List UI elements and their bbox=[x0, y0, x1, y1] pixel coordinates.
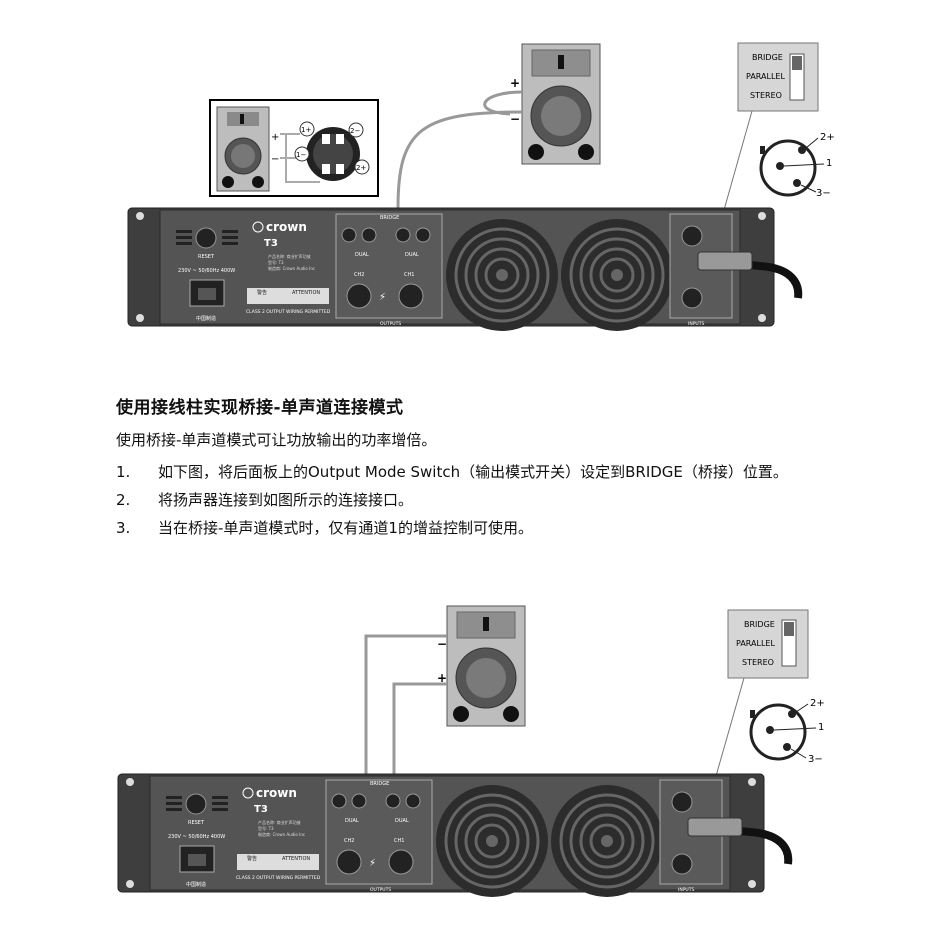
amplifier-rear-panel: RESET 230V ~ 50/60Hz 400W 中国制造 crown T3 … bbox=[128, 208, 798, 331]
warning-label: 警告 bbox=[257, 289, 267, 296]
ch2-label: CH2 bbox=[344, 838, 354, 844]
inset-minus-label: − bbox=[271, 154, 279, 165]
reset-label: RESET bbox=[198, 254, 215, 260]
fan-right bbox=[551, 785, 663, 897]
top-illustration: + − 1+ 1− 2− 2+ + − BRIDGE PARALLEL STER… bbox=[0, 30, 946, 340]
speaker-bottom: − + bbox=[437, 606, 525, 726]
step-text: 如下图，将后面板上的Output Mode Switch（输出模式开关）设定到B… bbox=[158, 461, 846, 483]
switch-stereo-label: STEREO bbox=[742, 658, 774, 667]
output-mode-switch: BRIDGE PARALLEL STEREO bbox=[738, 43, 818, 111]
bottom-illustration: − + BRIDGE PARALLEL STEREO 2+ 1 3− bbox=[0, 598, 946, 898]
instruction-section: 使用接线柱实现桥接-单声道连接模式 使用桥接-单声道模式可让功放输出的功率增倍。… bbox=[116, 393, 846, 545]
bridge-label: BRIDGE bbox=[370, 781, 389, 787]
xlr-pin3-label: 3− bbox=[808, 754, 823, 765]
xlr-connector: 2+ 1 3− bbox=[760, 132, 835, 199]
attention-label: ATTENTION bbox=[292, 290, 320, 296]
bridge-label: BRIDGE bbox=[380, 215, 399, 221]
made-in-label: 中国制造 bbox=[196, 315, 216, 322]
switch-bridge-label: BRIDGE bbox=[752, 53, 783, 62]
inset-pin-1plus: 1+ bbox=[301, 126, 311, 134]
xlr-pin2-label: 2+ bbox=[810, 698, 825, 709]
inset-pin-1minus: 1− bbox=[296, 151, 306, 159]
svg-text:⚡: ⚡ bbox=[369, 858, 376, 869]
inputs-label: INPUTS bbox=[678, 887, 694, 893]
brand-logo-text: crown bbox=[266, 220, 307, 234]
switch-parallel-label: PARALLEL bbox=[736, 639, 775, 648]
switch-bridge-label: BRIDGE bbox=[744, 620, 775, 629]
inset-wiring-detail: + − 1+ 1− 2− 2+ bbox=[210, 100, 378, 196]
made-in-label: 中国制造 bbox=[186, 881, 206, 888]
list-item: 1. 如下图，将后面板上的Output Mode Switch（输出模式开关）设… bbox=[116, 461, 846, 483]
speaker-minus-label: − bbox=[437, 637, 447, 651]
section-title: 使用接线柱实现桥接-单声道连接模式 bbox=[116, 393, 846, 418]
model-label: T3 bbox=[254, 804, 268, 815]
steps-list: 1. 如下图，将后面板上的Output Mode Switch（输出模式开关）设… bbox=[116, 461, 846, 539]
inset-pin-2minus: 2− bbox=[350, 127, 360, 135]
step-text: 当在桥接-单声道模式时，仅有通道1的增益控制可使用。 bbox=[158, 517, 846, 539]
dual-label-ch2: DUAL bbox=[345, 818, 359, 824]
svg-text:⚡: ⚡ bbox=[379, 292, 386, 303]
product-info-line: 制造商: Crown Audio Inc bbox=[258, 831, 305, 837]
product-info-line: 型号: T3 bbox=[258, 825, 274, 831]
ch1-label: CH1 bbox=[394, 838, 404, 844]
product-info-line: 产品名称: 商业扩声功放 bbox=[268, 253, 311, 259]
outputs-label: OUTPUTS bbox=[380, 321, 401, 327]
switch-stereo-label: STEREO bbox=[750, 91, 782, 100]
inset-pin-2plus: 2+ bbox=[356, 164, 366, 172]
amplifier-rear-panel: RESET 230V ~ 50/60Hz 400W 中国制造 crown T3 … bbox=[118, 774, 788, 897]
step-number: 3. bbox=[116, 517, 158, 539]
step-text: 将扬声器连接到如图所示的连接接口。 bbox=[158, 489, 846, 511]
brand-logo-text: crown bbox=[256, 786, 297, 800]
step-number: 1. bbox=[116, 461, 158, 483]
xlr-pin1-label: 1 bbox=[826, 158, 832, 169]
dual-label-ch1: DUAL bbox=[405, 252, 419, 258]
xlr-pin1-label: 1 bbox=[818, 722, 824, 733]
reset-label: RESET bbox=[188, 820, 205, 826]
class-note: CLASS 2 OUTPUT WIRING PERMITTED bbox=[236, 875, 321, 881]
step-number: 2. bbox=[116, 489, 158, 511]
xlr-pin3-label: 3− bbox=[816, 188, 831, 199]
speaker-plus-label: + bbox=[510, 76, 520, 90]
list-item: 2. 将扬声器连接到如图所示的连接接口。 bbox=[116, 489, 846, 511]
inset-plus-label: + bbox=[271, 132, 279, 143]
xlr-pin2-label: 2+ bbox=[820, 132, 835, 143]
fan-left bbox=[436, 785, 548, 897]
power-rating: 230V ~ 50/60Hz 400W bbox=[168, 834, 225, 840]
product-info-line: 产品名称: 商业扩声功放 bbox=[258, 819, 301, 825]
ch1-label: CH1 bbox=[404, 272, 414, 278]
class-note: CLASS 2 OUTPUT WIRING PERMITTED bbox=[246, 309, 331, 315]
ch2-label: CH2 bbox=[354, 272, 364, 278]
dual-label-ch2: DUAL bbox=[355, 252, 369, 258]
dual-label-ch1: DUAL bbox=[395, 818, 409, 824]
warning-label: 警告 bbox=[247, 855, 257, 862]
speaker-top: + − bbox=[510, 44, 600, 164]
product-info-line: 制造商: Crown Audio Inc bbox=[268, 265, 315, 271]
section-intro: 使用桥接-单声道模式可让功放输出的功率增倍。 bbox=[116, 429, 846, 450]
fan-left bbox=[446, 219, 558, 331]
output-mode-switch: BRIDGE PARALLEL STEREO bbox=[728, 610, 808, 678]
switch-parallel-label: PARALLEL bbox=[746, 72, 785, 81]
attention-label: ATTENTION bbox=[282, 856, 310, 862]
list-item: 3. 当在桥接-单声道模式时，仅有通道1的增益控制可使用。 bbox=[116, 517, 846, 539]
xlr-connector: 2+ 1 3− bbox=[750, 698, 825, 765]
inputs-label: INPUTS bbox=[688, 321, 704, 327]
outputs-label: OUTPUTS bbox=[370, 887, 391, 893]
model-label: T3 bbox=[264, 238, 278, 249]
fan-right bbox=[561, 219, 673, 331]
power-rating: 230V ~ 50/60Hz 400W bbox=[178, 268, 235, 274]
speaker-minus-label: − bbox=[510, 112, 520, 126]
product-info-line: 型号: T3 bbox=[268, 259, 284, 265]
